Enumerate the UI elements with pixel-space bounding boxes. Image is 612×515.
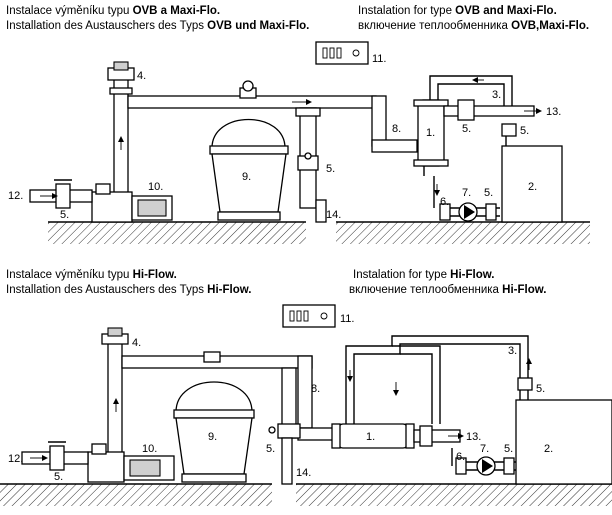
pump-top [91,183,173,223]
label-5d-bottom: 5. [504,443,513,455]
top-diagram: 4. 11. 12. 5. 10. 9. 5. 14. 8. 1. 3. 13.… [8,41,590,244]
label-3-bottom: 3. [508,345,517,357]
caption-bottom-left-de: Installation des Austauschers des Typs H… [6,284,252,296]
label-5e-top: 5. [484,187,493,199]
inlet-12-bottom [21,441,89,471]
heat-exchanger-top [413,99,449,176]
caption-top-right-ru: включение теплообменника OVB,Maxi-Flo. [358,20,590,32]
boiler-top [501,145,563,223]
caption-top-left-de: Installation des Austauschers des Typs O… [6,20,310,32]
label-4-top: 4. [137,70,146,82]
label-14-bottom: 14. [296,467,311,479]
label-10-bottom: 10. [142,443,157,455]
sand-filter-top [209,80,289,221]
label-13-top: 13. [546,106,561,118]
boiler-bottom [515,399,612,485]
label-2-top: 2. [528,181,537,193]
label-7-top: 7. [462,187,471,199]
pump-bottom [87,443,175,483]
drain-pipe-top [315,199,327,223]
label-13-bottom: 13. [466,431,481,443]
label-9-bottom: 9. [208,431,217,443]
caption-top-left-cz: Instalace výměníku typu OVB a Maxi-Flo. [6,5,221,17]
valve-5-mid-top [297,152,319,171]
caption-bottom-right-ru: включение теплообменника Hi-Flow. [349,284,547,296]
inlet-12-top [29,179,93,209]
label-12-bottom: 12. [8,453,23,465]
label-9-top: 9. [242,171,251,183]
label-6-top: 6. [440,196,449,208]
label-2-bottom: 2. [544,443,553,455]
ground-bottom [0,483,612,506]
bottom-diagram: 4. 11. 12. 5. 10. 9. 5. 14. 8. 1. 3. 5. … [0,304,612,506]
label-5a-top: 5. [60,209,69,221]
label-4-bottom: 4. [132,337,141,349]
heat-exchanger-bottom [331,423,464,449]
control-box-bottom [282,304,336,328]
label-11-top: 11. [372,53,386,65]
label-6-bottom: 6. [456,451,465,463]
label-12-top: 12. [8,190,23,202]
heating-circuit-bottom [345,335,533,424]
label-10-top: 10. [148,181,163,193]
caption-bottom-left-cz: Instalace výměníku typu Hi-Flow. [6,269,177,281]
label-8-top: 8. [392,123,401,135]
caption-bottom-right-en: Instalation for type Hi-Flow. [353,269,495,281]
label-5d-top: 5. [520,125,529,137]
inlet-pipe-top [107,61,135,203]
circulation-top [433,176,500,222]
label-5c-bottom: 5. [536,383,545,395]
label-8-bottom: 8. [311,383,320,395]
label-7-bottom: 7. [480,443,489,455]
heating-circuit-top [429,75,542,137]
label-5b-bottom: 5. [266,443,275,455]
caption-top-right-en: Instalation for type OVB and Maxi-Flo. [358,5,557,17]
sand-filter-bottom [173,351,255,483]
label-1-top: 1. [426,127,435,139]
label-5c-top: 5. [462,123,471,135]
label-5a-bottom: 5. [54,471,63,483]
label-1-bottom: 1. [366,431,375,443]
circulation-bottom [451,448,516,476]
label-14-top: 14. [326,209,341,221]
label-11-bottom: 11. [340,313,354,325]
label-5b-top: 5. [326,163,335,175]
label-3-top: 3. [492,89,501,101]
ground-top [48,221,590,244]
inlet-pipe-bottom [101,327,129,455]
control-box-top [315,41,369,65]
